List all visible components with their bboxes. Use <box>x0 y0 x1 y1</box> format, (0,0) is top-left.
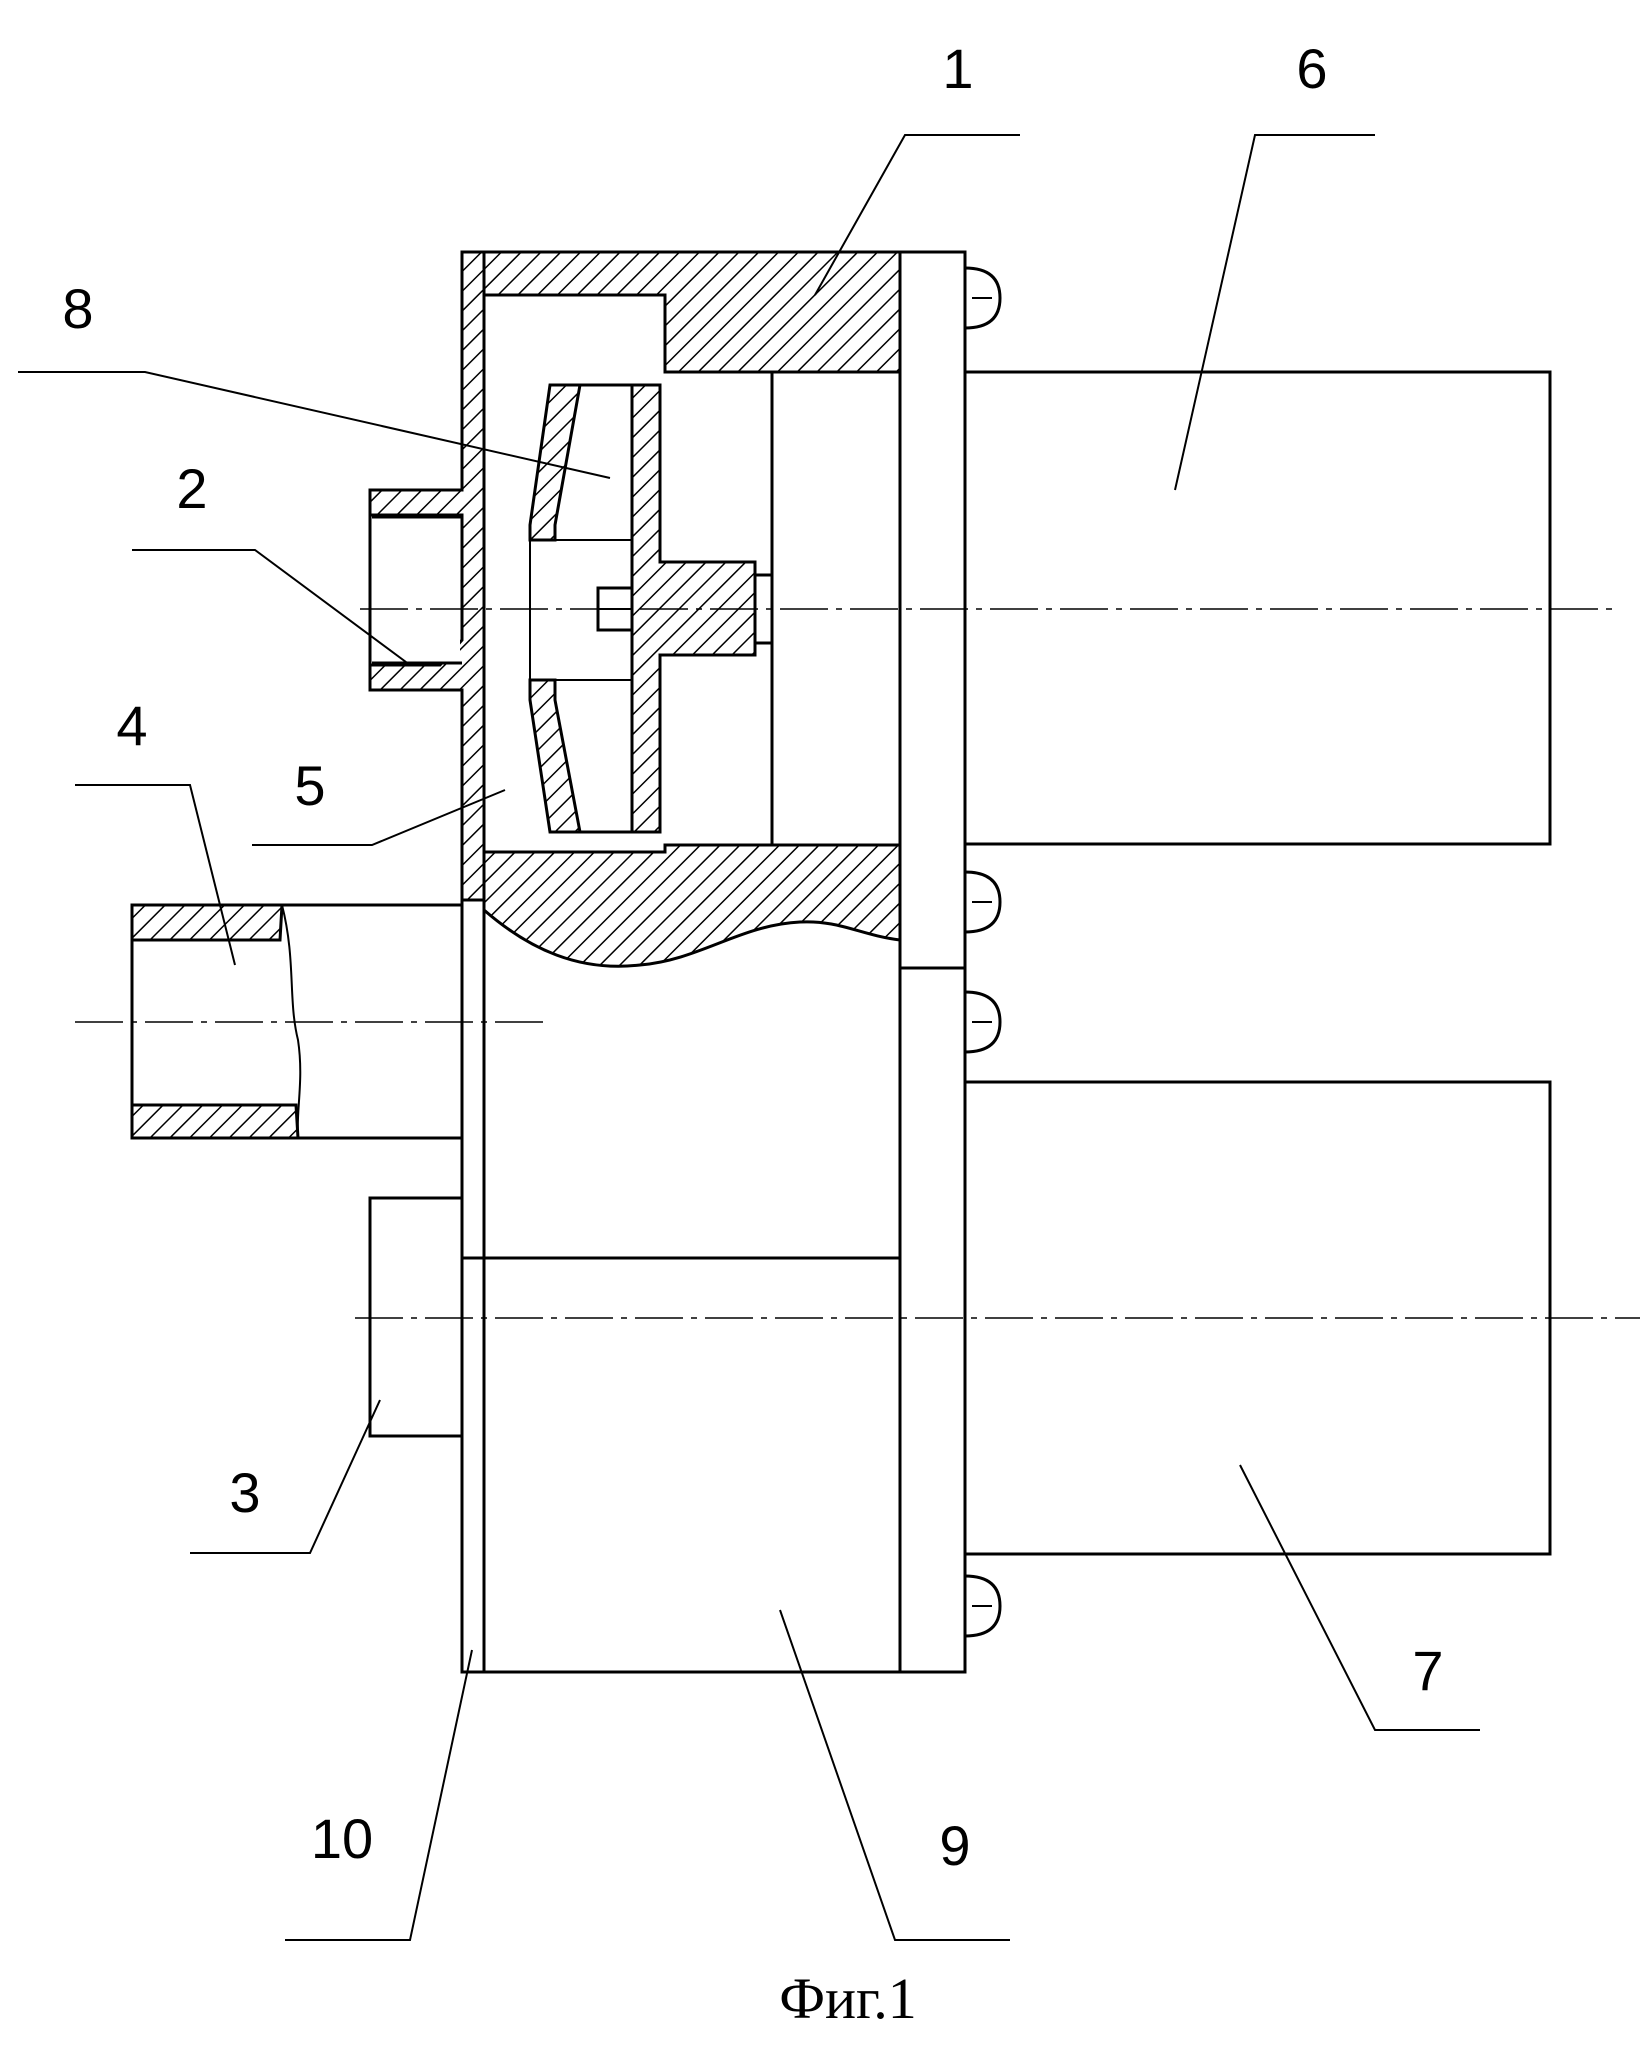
lower-housing-9 <box>462 900 900 1672</box>
label-7: 7 <box>1412 1639 1443 1702</box>
motor-6-body <box>965 372 1550 844</box>
fitting-3 <box>370 1198 462 1436</box>
plate-10 <box>462 900 484 1672</box>
screw-bottom <box>965 1576 1000 1636</box>
label-2: 2 <box>176 457 207 520</box>
label-4: 4 <box>116 694 147 757</box>
mounting-plate <box>900 252 965 1672</box>
label-10: 10 <box>311 1807 373 1870</box>
label-6: 6 <box>1296 37 1327 100</box>
screw-lower <box>965 992 1000 1052</box>
screw-middle <box>965 872 1000 932</box>
label-9: 9 <box>939 1814 970 1877</box>
figure-caption: Фиг.1 <box>779 1966 917 2031</box>
label-1: 1 <box>942 37 973 100</box>
outlet-2 <box>370 515 462 665</box>
label-3: 3 <box>229 1461 260 1524</box>
screw-top <box>965 268 1000 328</box>
label-5: 5 <box>294 754 325 817</box>
label-8: 8 <box>62 277 93 340</box>
leader-lines <box>18 135 1480 1940</box>
